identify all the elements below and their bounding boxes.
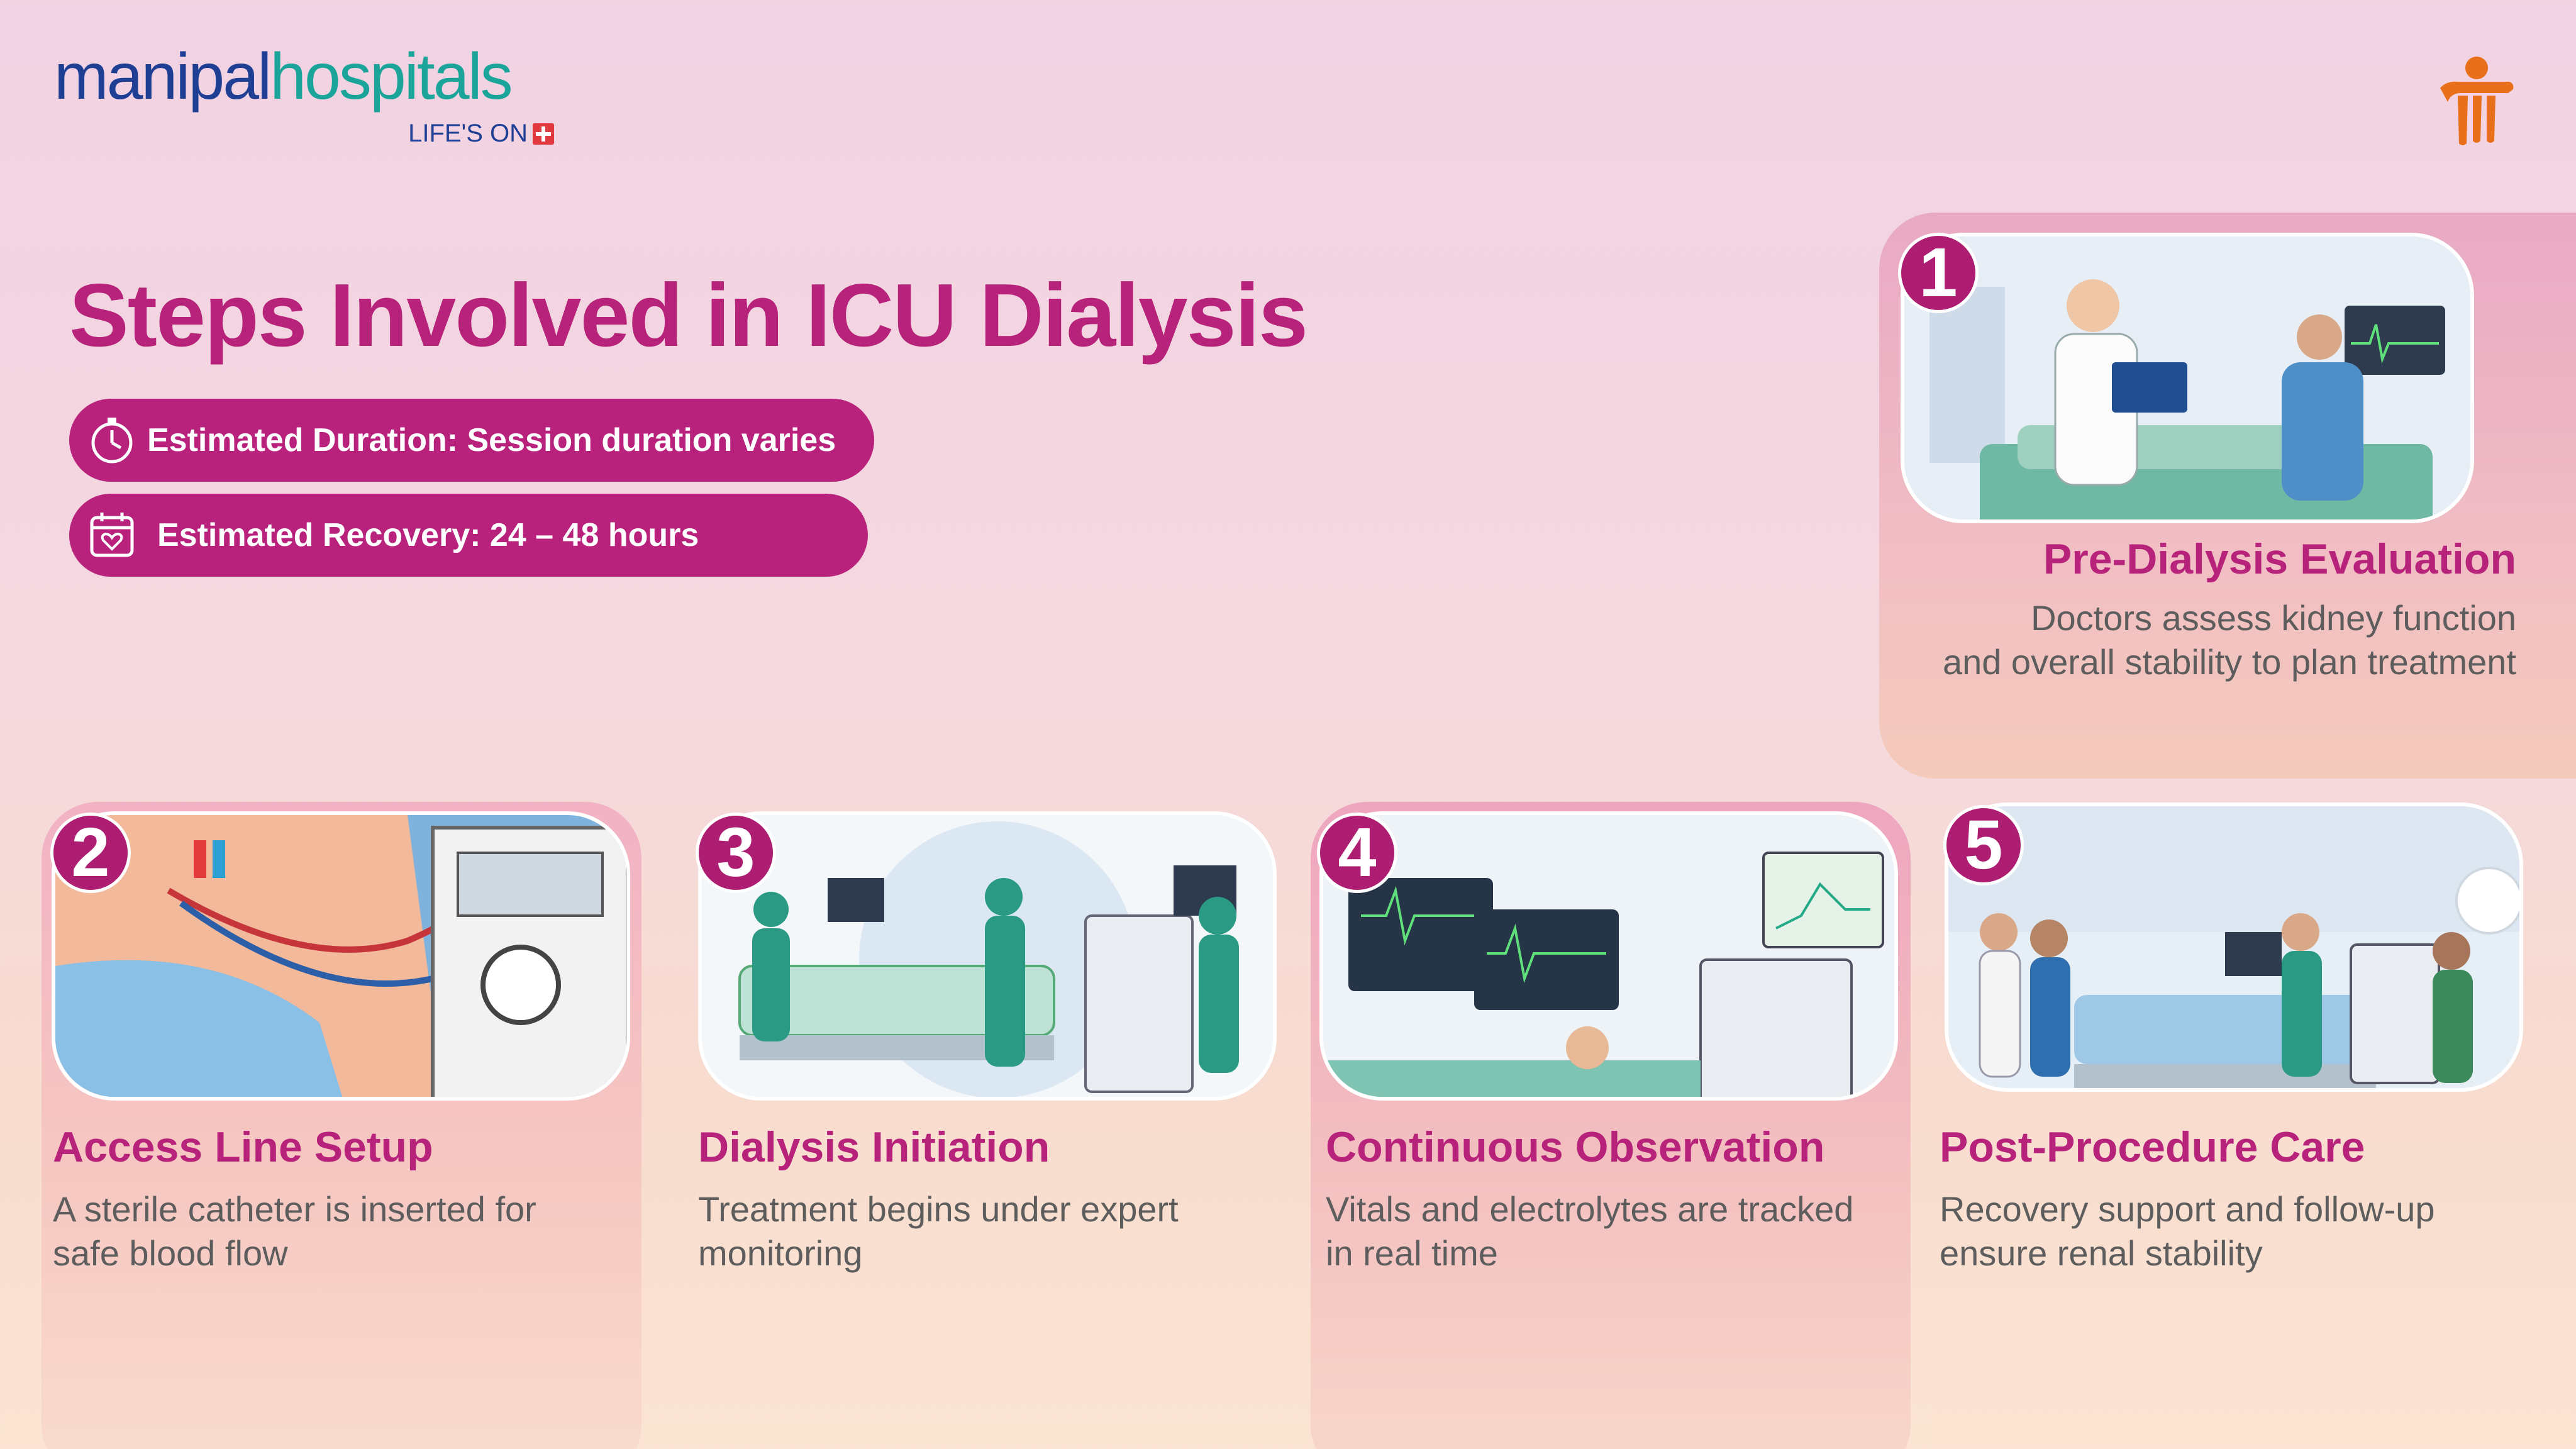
- step-1-title: Pre-Dialysis Evaluation: [2043, 535, 2516, 583]
- step-4-title: Continuous Observation: [1326, 1123, 1825, 1171]
- brand-tagline: LIFE'S ON: [408, 119, 554, 148]
- step-4-illustration: [1319, 811, 1898, 1101]
- step-1-description: Doctors assess kidney function and overa…: [1942, 598, 2516, 682]
- page-title: Steps Involved in ICU Dialysis: [69, 265, 1308, 365]
- step-1-illustration: [1901, 233, 2474, 523]
- step-5-illustration: [1945, 802, 2523, 1092]
- duration-badge: Estimated Duration: Session duration var…: [69, 399, 874, 482]
- calendar-heart-icon: [80, 504, 143, 567]
- recovery-badge: Estimated Recovery: 24 – 48 hours: [69, 494, 868, 577]
- step-5-title: Post-Procedure Care: [1940, 1123, 2365, 1171]
- step-2-title: Access Line Setup: [53, 1123, 433, 1171]
- step-5-description: Recovery support and follow-up ensure re…: [1940, 1189, 2435, 1273]
- step-2-description: A sterile catheter is inserted for safe …: [53, 1189, 536, 1273]
- step-3-title: Dialysis Initiation: [698, 1123, 1050, 1171]
- manipal-mark-icon: [2440, 57, 2514, 145]
- step-4-number-badge: 4: [1317, 813, 1397, 893]
- step-2-number-badge: 2: [50, 813, 131, 893]
- brand-logo: manipalhospitals LIFE'S ON: [54, 40, 554, 151]
- step-4-description: Vitals and electrolytes are tracked in r…: [1326, 1189, 1854, 1273]
- step-3-illustration: [698, 811, 1277, 1101]
- step-3-description: Treatment begins under expert monitoring: [698, 1189, 1179, 1273]
- brand-name: manipalhospitals: [54, 40, 513, 113]
- medical-cross-icon: [533, 123, 554, 145]
- recovery-text: Estimated Recovery: 24 – 48 hours: [157, 517, 699, 553]
- stopwatch-icon: [80, 409, 143, 472]
- step-1-number-badge: 1: [1898, 233, 1979, 313]
- step-3-number-badge: 3: [696, 813, 776, 893]
- step-2-illustration: [52, 811, 630, 1101]
- duration-text: Estimated Duration: Session duration var…: [147, 422, 836, 458]
- step-5-number-badge: 5: [1943, 805, 2024, 886]
